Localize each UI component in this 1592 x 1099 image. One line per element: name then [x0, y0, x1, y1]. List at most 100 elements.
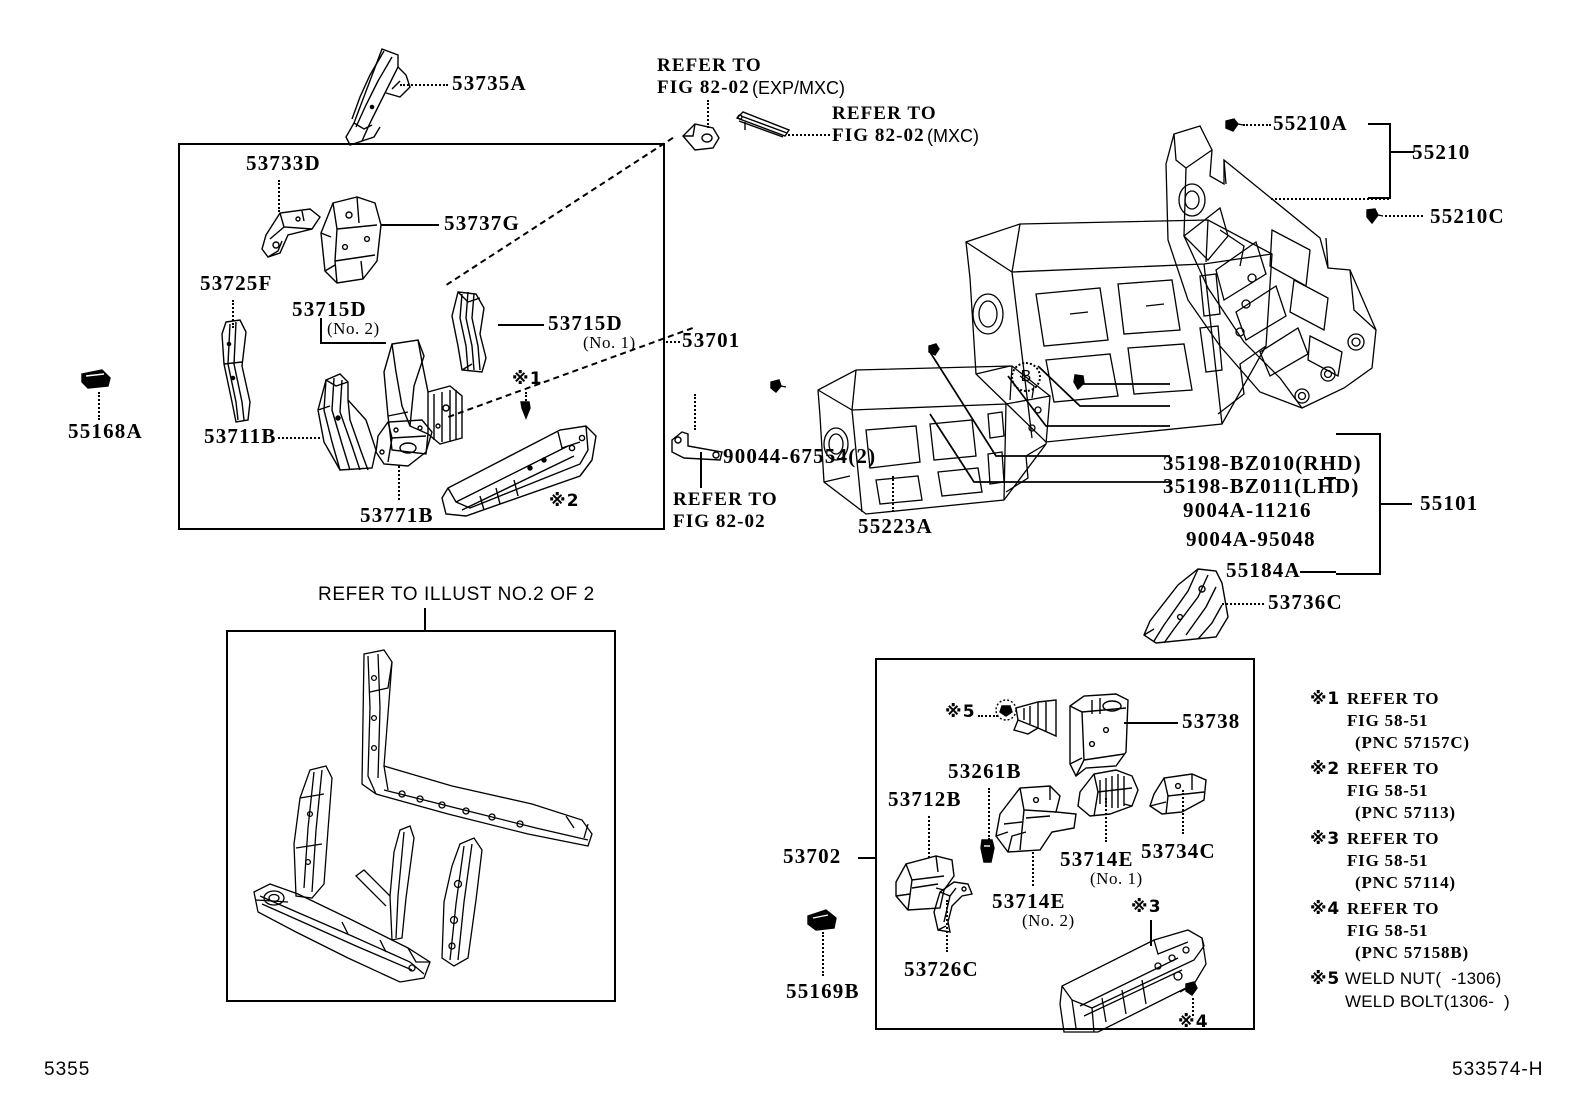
- part-label-53735a: 53735A: [452, 71, 527, 95]
- part-art-stud-35198: [926, 342, 944, 358]
- leader-exp-mxc: [707, 100, 709, 128]
- leader-53725f: [232, 300, 234, 328]
- part-label-53771b: 53771B: [360, 503, 434, 527]
- part-art-55101-dash-panel: [960, 218, 1280, 448]
- part-label-9004a-95048: 9004A-95048: [1186, 527, 1316, 551]
- part-art-clip-star1: [517, 400, 535, 420]
- part-label-53734c: 53734C: [1141, 839, 1216, 863]
- part-label-53711b: 53711B: [204, 424, 277, 448]
- refer-fig8202-line2: FIG 82-02: [673, 511, 766, 532]
- leader-53702: [858, 857, 876, 859]
- refer-exp-mxc-line2: FIG 82-02: [657, 77, 750, 98]
- leader-53712b: [928, 816, 930, 858]
- part-label-55210c: 55210C: [1430, 204, 1505, 228]
- leader-53701: [666, 341, 680, 343]
- bracket-55210: [1268, 120, 1414, 200]
- part-label-53736c: 53736C: [1268, 590, 1343, 614]
- leader-53735a: [400, 84, 448, 86]
- assembly-box-53702: [875, 658, 1255, 1030]
- leader-53726c: [946, 900, 948, 952]
- part-art-53735a: [340, 45, 460, 155]
- footnote-3-marker: ※3: [1310, 829, 1340, 849]
- leader-53771b: [398, 466, 400, 500]
- part-label-53714e-no1: 53714E: [1060, 847, 1134, 871]
- part-sublabel-53714e-no2: (No. 2): [1022, 911, 1075, 930]
- leader-55210c: [1385, 215, 1423, 217]
- part-art-clip-55210c: [1362, 206, 1384, 228]
- illust-box-radiator-support: [226, 630, 616, 1002]
- refer-exp-mxc-suffix: (EXP/MXC): [752, 78, 846, 98]
- leader-55184a-bracket: [1300, 571, 1336, 573]
- part-label-55168a: 55168A: [68, 419, 143, 443]
- marker-star-2: ※2: [549, 491, 580, 511]
- leader-mxc: [788, 134, 830, 136]
- part-label-53725f: 53725F: [200, 271, 273, 295]
- footnote-5-line2: WELD BOLT(1306- ): [1345, 992, 1510, 1011]
- leader-53714e-no2: [1032, 852, 1034, 886]
- part-art-clip-55210a: [1222, 116, 1244, 136]
- part-art-53736c: [1140, 565, 1250, 647]
- part-art-53725f: [216, 318, 272, 426]
- bracket-55210-bottom: [1271, 198, 1389, 200]
- bracket-55101: [1324, 430, 1456, 578]
- part-art-53714e-no2: [992, 780, 1082, 858]
- marker-circle-b: B: [1011, 362, 1041, 392]
- footnote-3-line2: FIG 58-51: [1347, 851, 1429, 870]
- footnote-1-line1: REFER TO: [1347, 689, 1440, 708]
- assembly-label-55210: 55210: [1412, 140, 1471, 164]
- leader-55210a: [1243, 124, 1271, 126]
- leader-53738: [1124, 722, 1178, 724]
- part-art-53771b: [372, 418, 438, 474]
- leader-53261b: [988, 788, 990, 840]
- footnote-2-line2: FIG 58-51: [1347, 781, 1429, 800]
- part-art-rod-mxc: [733, 108, 795, 144]
- assembly-box-53701: [178, 143, 665, 530]
- marker-star-5: ※5: [945, 702, 976, 722]
- part-label-53715d-no2: 53715D: [292, 297, 367, 321]
- refer-mxc-line2: FIG 82-02: [832, 125, 925, 146]
- part-art-53715d-no2: [378, 338, 476, 458]
- part-art-53715d-no1: [446, 288, 506, 376]
- leader-group-55101: [929, 348, 1170, 488]
- part-art-bolt-9004a-11216: [768, 378, 788, 396]
- part-label-53712b: 53712B: [888, 787, 962, 811]
- footnote-3-line3: (PNC 57114): [1355, 873, 1456, 892]
- leader-53711b: [278, 437, 320, 439]
- footnote-2-marker: ※2: [1310, 759, 1340, 779]
- part-art-side-member-star2: [440, 424, 600, 522]
- part-art-55210-insulator: [1160, 120, 1392, 420]
- leader-illust-note: [424, 608, 426, 630]
- leader-fig8202: [700, 452, 702, 488]
- part-art-bolt-9004a-95048: [1070, 372, 1090, 392]
- part-art-53712b: [892, 852, 962, 914]
- part-art-weld-nut-star5: [994, 698, 1064, 744]
- illust-note: REFER TO ILLUST NO.2 OF 2: [318, 584, 595, 605]
- refer-mxc-line1: REFER TO: [832, 103, 937, 124]
- marker-star-1: ※1: [512, 369, 543, 389]
- footnote-4-line2: FIG 58-51: [1347, 921, 1429, 940]
- leader-53733d: [278, 180, 280, 212]
- footnote-1-marker: ※1: [1310, 689, 1340, 709]
- marker-star-4: ※4: [1178, 1012, 1209, 1032]
- leader-53714e-no1: [1105, 798, 1107, 842]
- footnote-5-marker: ※5: [1310, 969, 1340, 989]
- part-label-53715d-no1: 53715D: [548, 311, 623, 335]
- footnote-5-line1: WELD NUT( -1306): [1345, 969, 1502, 988]
- part-art-53738: [1062, 690, 1134, 778]
- part-label-53726c: 53726C: [904, 957, 979, 981]
- leader-star-1: [525, 392, 527, 404]
- leader-55223a: [892, 476, 894, 512]
- leader-53715d-no2-v: [320, 318, 322, 344]
- footnote-1-line3: (PNC 57157C): [1355, 733, 1470, 752]
- footnote-4-line1: REFER TO: [1347, 899, 1440, 918]
- assembly-label-55101: 55101: [1420, 491, 1479, 515]
- part-label-55169b: 55169B: [786, 979, 860, 1003]
- part-label-90044-67554: 90044-67554(2): [723, 444, 877, 468]
- part-art-radiator-support-group: [252, 648, 598, 988]
- leader-53715d-no2-h: [320, 342, 386, 344]
- leader-53736c: [1222, 603, 1264, 605]
- leader-star-3: [1150, 920, 1152, 946]
- footer-page-code: 5355: [44, 1059, 91, 1080]
- refer-mxc-suffix: (MXC): [927, 126, 979, 146]
